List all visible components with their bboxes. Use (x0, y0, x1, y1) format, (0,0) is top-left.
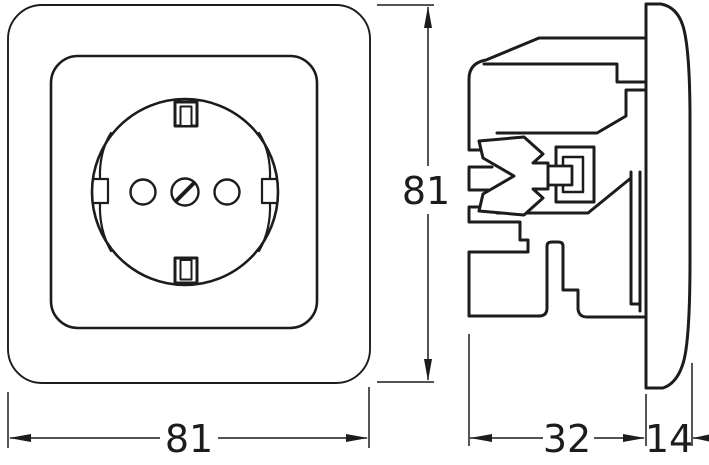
dimension-label-plate-depth: 14 (645, 417, 693, 461)
dimension-front-height: 81 (377, 4, 450, 383)
center-screw (170, 177, 200, 207)
dimension-plate-depth: 14 (645, 363, 709, 461)
earth-clip-bottom (173, 256, 199, 285)
dimension-label-front-height: 81 (402, 169, 450, 213)
pin-hole-left (129, 178, 157, 206)
side-top-block-underside (482, 62, 647, 84)
right-guide-notch (257, 131, 279, 253)
center-plate-outline (49, 54, 319, 330)
side-view (467, 2, 692, 390)
cover-frame-outline (7, 4, 371, 384)
earth-clip-top (173, 100, 199, 128)
front-view (7, 4, 371, 384)
side-cavity-top (495, 88, 647, 135)
side-earth-spring (477, 135, 550, 217)
side-insert-body (467, 36, 648, 319)
socket-recess-circle (90, 97, 280, 287)
pin-hole-right (213, 178, 241, 206)
dimension-insert-depth: 32 (468, 334, 647, 461)
dimension-label-insert-depth: 32 (543, 417, 591, 461)
dimensions: 81 81 32 14 (7, 4, 709, 461)
left-guide-notch (91, 131, 113, 253)
side-support-ring (629, 170, 642, 313)
side-cover-plate (644, 2, 692, 390)
dimension-label-front-width: 81 (165, 417, 213, 461)
dimension-front-width: 81 (7, 387, 370, 461)
